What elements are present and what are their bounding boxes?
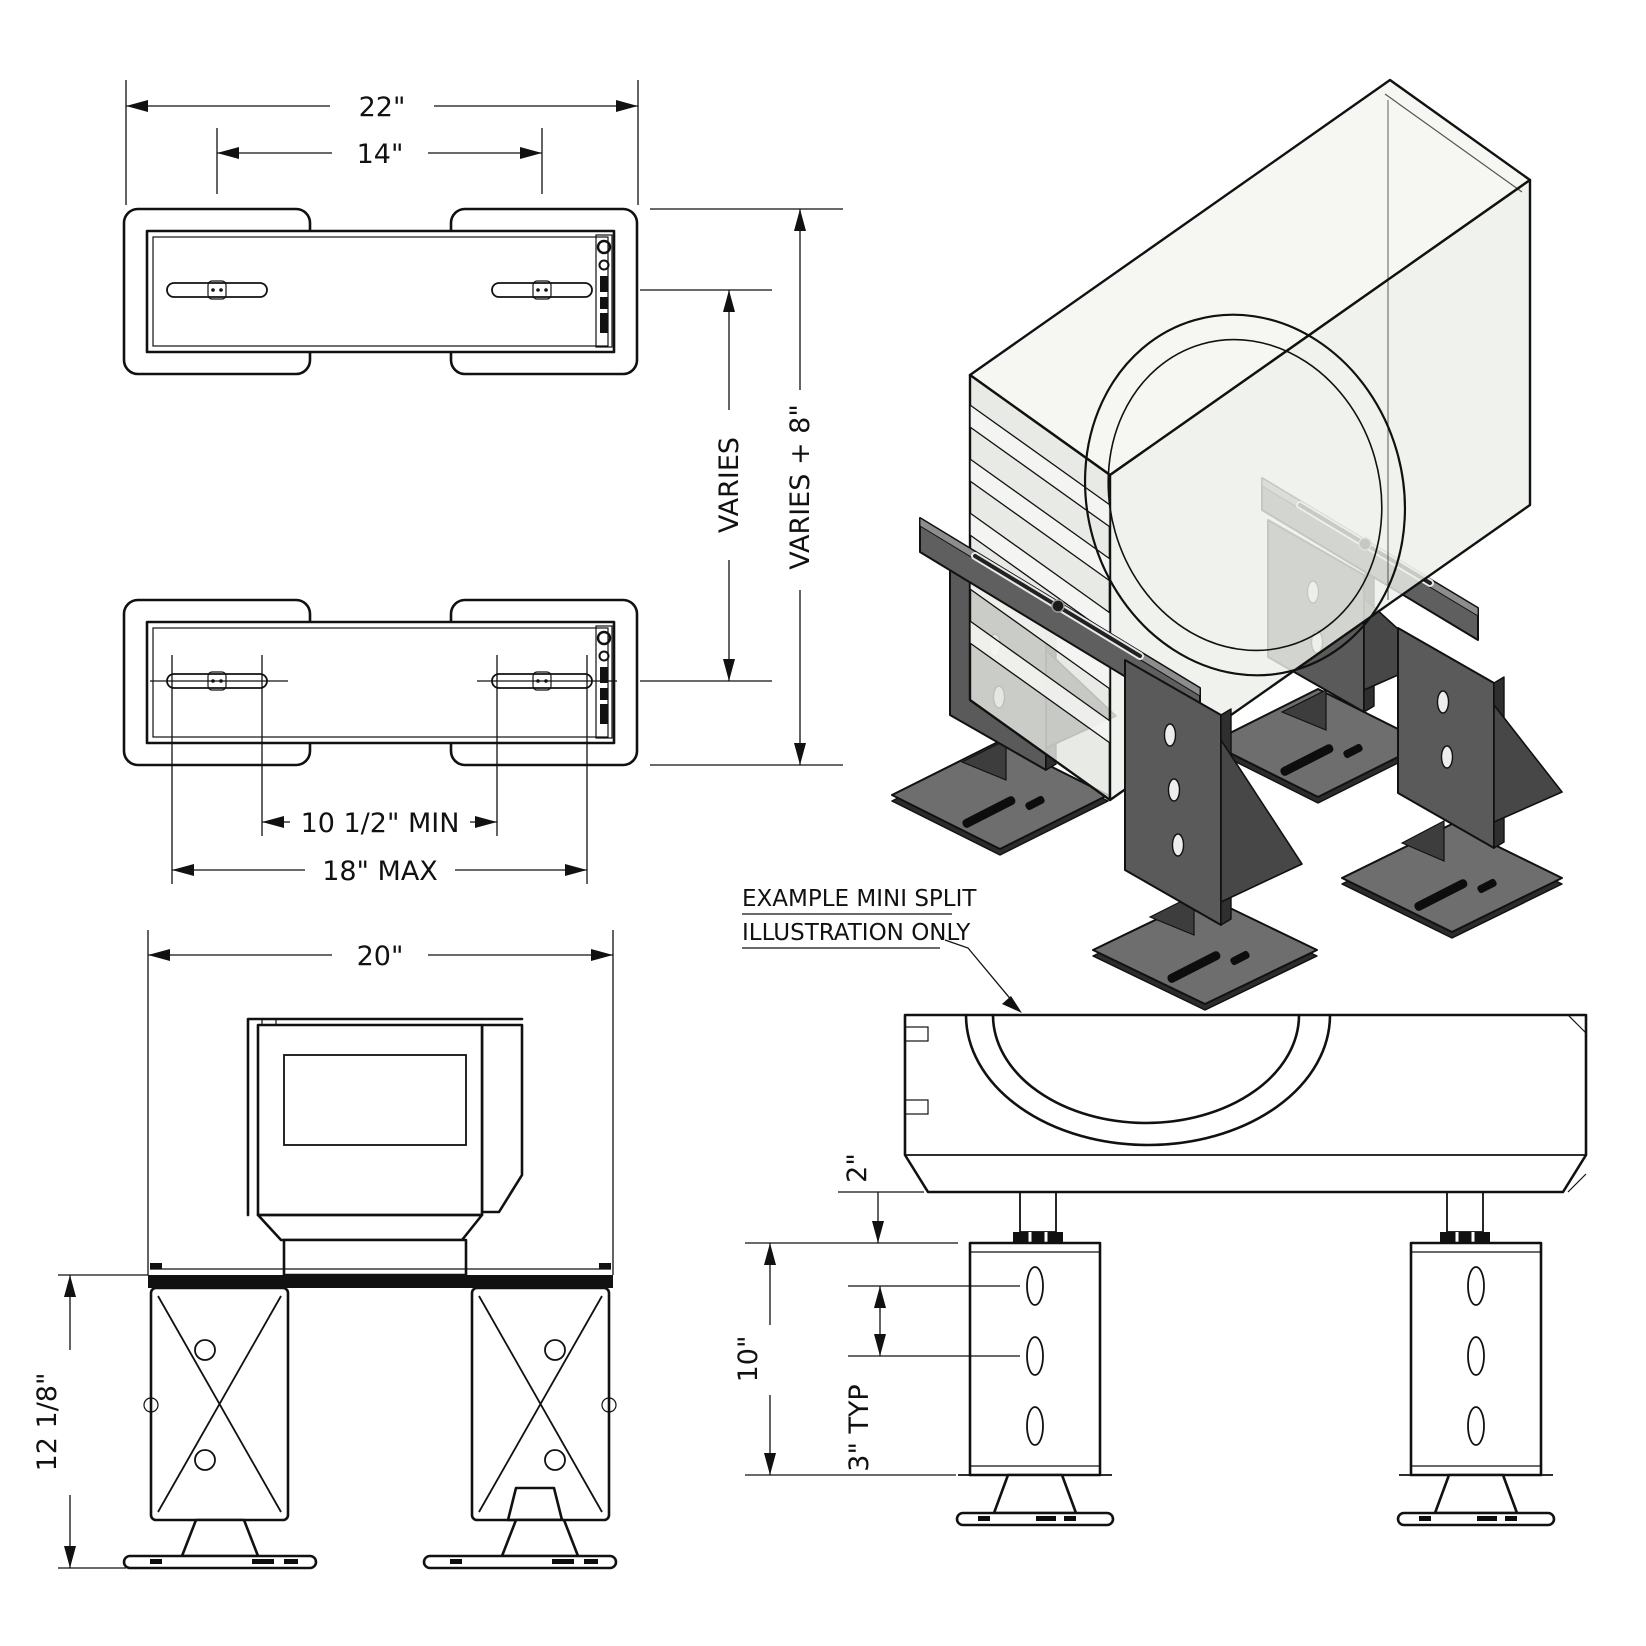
dim-slot-spacing-label: 3" TYP — [844, 1384, 875, 1471]
dim-max-label: 18" MAX — [322, 856, 438, 887]
dimension-12-1-8: 12 1/8" — [32, 1274, 148, 1569]
varies-dimensions: VARIES VARIES + 8" — [640, 208, 843, 766]
leader-arrow-icon — [1002, 996, 1022, 1013]
dim-varies-label: VARIES — [714, 437, 745, 533]
callout-line1: EXAMPLE MINI SPLIT — [742, 886, 977, 912]
dim-leg-height-label: 10" — [733, 1336, 764, 1383]
dimension-2in: 2" — [838, 1153, 924, 1243]
dimension-max: 18" MAX — [172, 852, 587, 887]
bolt — [532, 671, 552, 691]
dimension-3in-typ: 3" TYP — [844, 1285, 1020, 1472]
mounting-slot — [491, 673, 593, 689]
unit-panel — [283, 1054, 467, 1146]
dimension-10in: 10" — [733, 1242, 958, 1476]
front-unit — [246, 1017, 524, 1277]
foot-cone — [180, 1518, 260, 1558]
side-legs — [955, 1241, 1556, 1527]
dim-bolt-spacing-label: 14" — [357, 139, 404, 170]
top-view-lower: 10 1/2" MIN 18" MAX — [122, 598, 639, 887]
rail-outline — [145, 229, 616, 354]
fan-shroud-inner-arc — [991, 1013, 1301, 1125]
dimension-22: 22" — [125, 80, 639, 205]
mounting-slot — [166, 282, 268, 298]
fan-shroud-outer-arc — [964, 1013, 1332, 1147]
dimension-min: 10 1/2" MIN — [262, 804, 497, 839]
bolt — [207, 671, 227, 691]
side-view: EXAMPLE MINI SPLIT ILLUSTRATION ONLY — [733, 886, 1588, 1527]
rail-outline — [145, 620, 616, 745]
mounting-slot — [166, 673, 268, 689]
bolt — [532, 280, 552, 300]
fan-ring-icon — [1083, 313, 1407, 677]
stand-top-rail — [148, 1275, 613, 1288]
leader-line — [944, 939, 1019, 1009]
iso-front-center-leg — [1092, 659, 1318, 1011]
mounting-slot — [491, 282, 593, 298]
foot-cone — [500, 1518, 580, 1558]
isometric-view — [891, 78, 1563, 1011]
front-stand — [122, 1263, 618, 1570]
dim-varies-plus-8-label: VARIES + 8" — [785, 404, 816, 570]
dimension-20: 20" — [147, 930, 614, 1275]
brand-mark — [595, 234, 613, 348]
dim-min-label: 10 1/2" MIN — [301, 808, 460, 839]
bolt — [207, 280, 227, 300]
dimension-14: 14" — [216, 128, 543, 194]
callout-line2: ILLUSTRATION ONLY — [742, 920, 971, 946]
dim-stand-width-label: 20" — [357, 941, 404, 972]
side-unit — [903, 1013, 1588, 1243]
top-view-upper: 22" 14" — [122, 80, 639, 376]
leg-extension — [1409, 1241, 1543, 1477]
foot-cone — [992, 1473, 1078, 1515]
unit-base — [282, 1238, 468, 1277]
iso-front-right-leg — [1341, 627, 1563, 939]
iso-mini-split-unit — [968, 78, 1532, 802]
iso-back-left-leg — [891, 569, 1117, 856]
leg-extension — [968, 1241, 1102, 1477]
callout-example-mini-split: EXAMPLE MINI SPLIT ILLUSTRATION ONLY — [742, 886, 1022, 1013]
front-view: 20" — [32, 930, 618, 1570]
foot-cone — [1433, 1473, 1519, 1515]
brand-mark — [595, 625, 613, 739]
dim-stand-height-label: 12 1/8" — [32, 1373, 63, 1472]
dim-gap-label: 2" — [842, 1153, 873, 1183]
dim-overall-width-label: 22" — [359, 92, 406, 123]
